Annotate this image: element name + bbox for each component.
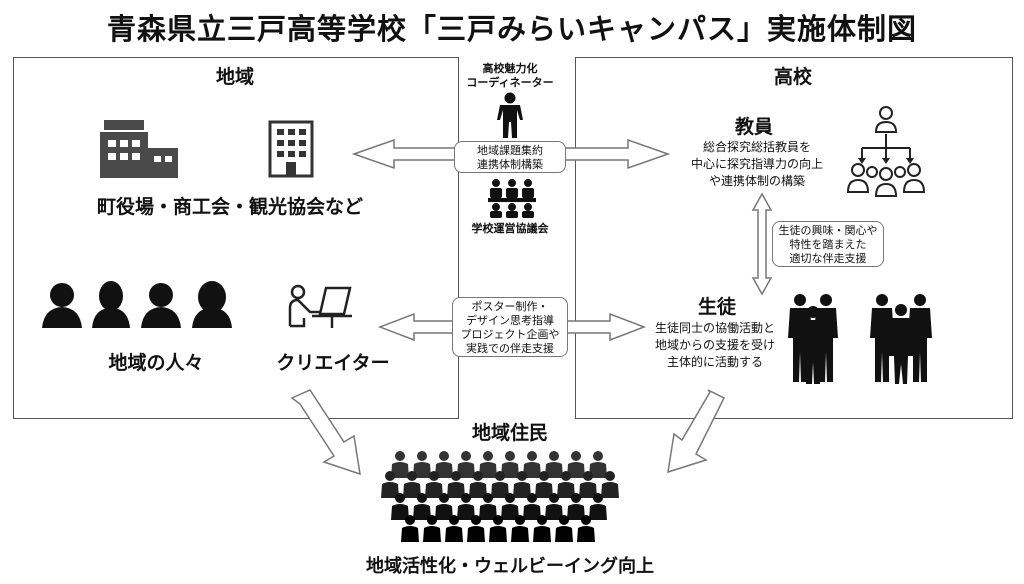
- region-panel-title: 地域: [215, 66, 254, 88]
- interest-support-line2: 特性を踏まえた: [789, 238, 867, 251]
- outcome-label: 地域活性化・ウェルビーイング向上: [366, 556, 654, 577]
- coordinator-title-line1: 高校魅力化: [482, 62, 538, 75]
- school-panel-title: 高校: [773, 66, 812, 88]
- regional-issues-box: 地域課題集約 連携体制構築: [454, 141, 566, 173]
- students-desc-line3: 主体的に活動する: [666, 355, 763, 369]
- right-down-arrow: [667, 389, 726, 474]
- interest-support-line1: 生徒の興味・関心や: [778, 224, 878, 237]
- teachers-desc-line1: 総合探究総括教員を: [702, 140, 811, 154]
- creator-support-line2: デザイン思考指導: [466, 314, 554, 327]
- coordinator-person-icon: [497, 92, 523, 138]
- creator-support-box: ポスター制作・ デザイン思考指導 プロジェクト企画や 実践での伴走支援: [452, 297, 568, 357]
- creator-support-line3: プロジェクト企画や: [460, 328, 560, 341]
- students-group-icon: [788, 294, 932, 384]
- teachers-title: 教員: [735, 116, 774, 138]
- left-down-arrow: [290, 389, 361, 476]
- vertical-double-arrow: [751, 192, 773, 296]
- regional-issues-line1: 地域課題集約: [477, 144, 543, 157]
- residents-title: 地域住民: [471, 422, 548, 444]
- region-panel: [13, 57, 459, 419]
- council-meeting-icon: [488, 179, 536, 218]
- creator-label: クリエイター: [276, 352, 390, 374]
- teachers-desc-line2: 中心に探究指導力の向上: [690, 157, 823, 171]
- students-title: 生徒: [698, 296, 737, 318]
- organizations-label: 町役場・商工会・観光協会など: [96, 196, 363, 218]
- town-hall-building-icon: [100, 120, 178, 178]
- interest-support-line3: 適切な伴走支援: [789, 252, 867, 265]
- local-people-icon: [42, 281, 232, 328]
- coordinator-title-line2: コーディネーター: [466, 76, 554, 89]
- page-title: 青森県立三戸高等学校「三戸みらいキャンパス」実施体制図: [106, 12, 917, 46]
- regional-issues-line2: 連携体制構築: [477, 158, 543, 171]
- council-label: 学校運営協議会: [471, 222, 549, 235]
- creator-support-line4: 実践での伴走支援: [466, 342, 554, 355]
- office-building-icon: [268, 120, 314, 178]
- creator-at-desk-icon: [288, 284, 352, 328]
- students-desc-line1: 生徒同士の協働活動と: [654, 321, 775, 335]
- local-people-label: 地域の人々: [108, 352, 204, 374]
- interest-support-box: 生徒の興味・関心や 特性を踏まえた 適切な伴走支援: [772, 221, 884, 267]
- teacher-hierarchy-icon: [846, 106, 926, 197]
- students-desc-line2: 地域からの支援を受け: [654, 338, 775, 352]
- crowd-icon: [381, 451, 619, 542]
- creator-support-line1: ポスター制作・: [471, 300, 549, 313]
- teachers-desc-line3: や連携体制の構築: [708, 174, 805, 188]
